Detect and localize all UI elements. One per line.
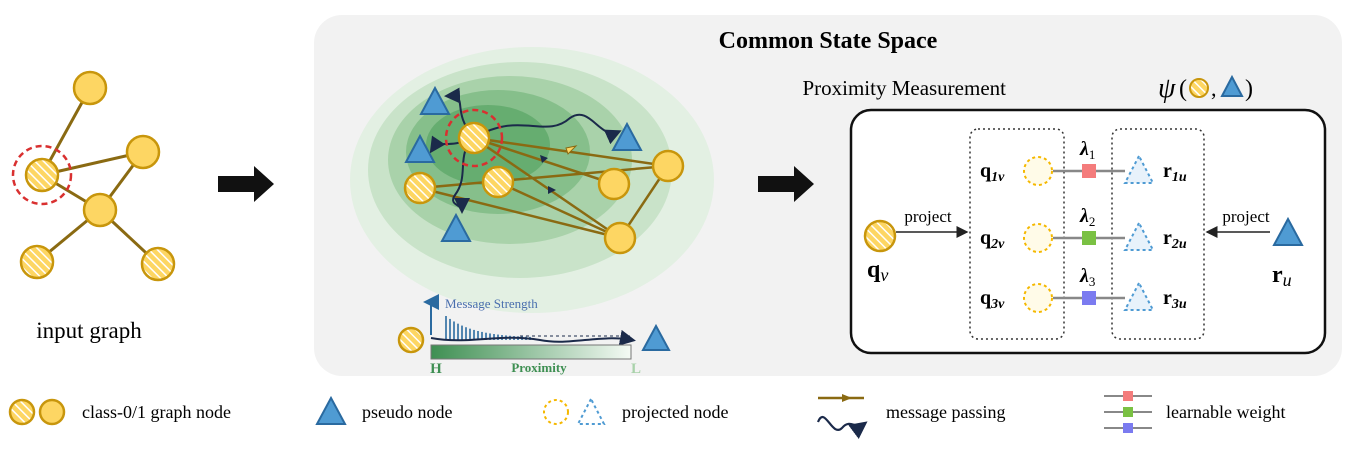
lambda-label: λ3	[1079, 265, 1095, 289]
psi-symbol: ψ	[1158, 73, 1176, 104]
selected-node-highlight	[11, 144, 73, 206]
pseudo-node	[440, 212, 472, 242]
legend-message-passing-label: message passing	[886, 402, 1005, 422]
legend-pseudo-node-label: pseudo node	[362, 402, 452, 422]
graph-node-hatched	[481, 165, 515, 199]
common-state-space-panel: Common State Space	[314, 15, 1342, 377]
r-row-label: r1u	[1163, 160, 1187, 185]
arrow-right-icon	[218, 166, 274, 202]
graph-node-hatched	[403, 171, 437, 205]
projected-pseudo-node	[1123, 220, 1155, 251]
q-row-label: q3v	[980, 287, 1005, 312]
projected-node	[1023, 223, 1053, 253]
psi-close-paren: )	[1245, 76, 1253, 102]
lambda-label: λ1	[1079, 138, 1095, 162]
pseudo-node	[404, 133, 436, 163]
project-left-label: project	[904, 207, 951, 226]
graph-node-hatched	[19, 244, 55, 280]
edge-direction-marker	[540, 155, 548, 163]
legend-projected-node-icon	[543, 399, 569, 425]
r-row-label: r2u	[1163, 227, 1187, 252]
learnable-weight	[1082, 164, 1096, 178]
high-label: H	[430, 361, 442, 377]
projection-rows: q1v λ1 r1u q2v λ2 r2u q3v λ3 r3u	[980, 138, 1187, 313]
q-row-label: q2v	[980, 227, 1005, 252]
projected-pseudo-node	[1123, 153, 1155, 184]
learnable-weight	[1082, 231, 1096, 245]
pseudo-node	[1272, 216, 1304, 246]
legend-weight-icon	[1104, 391, 1152, 433]
proximity-bar	[430, 344, 632, 360]
edge-direction-marker	[548, 186, 556, 194]
message-strength-label: Message Strength	[445, 296, 538, 311]
input-graph-caption: input graph	[36, 318, 142, 343]
legend-graph-node-label: class-0/1 graph node	[82, 402, 231, 422]
graph-node	[72, 70, 108, 106]
graph-node	[125, 134, 161, 170]
graph-node-hatched	[863, 219, 897, 253]
graph-node-hatched	[457, 121, 491, 155]
r-projection-group	[1111, 128, 1205, 340]
q-projection-group	[969, 128, 1065, 340]
graph-node-hatched	[397, 326, 425, 354]
message-strength-inset: Message Strength H Proximity L	[397, 294, 671, 377]
projected-node	[1023, 283, 1053, 313]
graph-node-hatched	[1189, 78, 1209, 98]
r-node-label: ru	[1272, 262, 1292, 290]
legend-pseudo-node-icon	[315, 395, 347, 425]
legend-message-curve-icon	[816, 415, 868, 439]
selected-node-highlight	[444, 108, 504, 168]
graph-node	[651, 149, 685, 183]
learnable-weight	[1082, 291, 1096, 305]
graph-node	[597, 167, 631, 201]
message-curve	[430, 329, 636, 346]
pseudo-node	[641, 323, 671, 351]
graph-node-hatched	[24, 157, 60, 193]
psi-open-paren: (	[1179, 76, 1187, 102]
q-node-label: qv	[867, 257, 888, 285]
pseudo-node	[611, 121, 643, 151]
legend-hatched-node-icon	[8, 398, 36, 426]
state-space-title: Common State Space	[719, 28, 938, 54]
proximity-label: Proximity	[511, 360, 567, 375]
r-row-label: r3u	[1163, 287, 1187, 312]
legend-projected-pseudo-icon	[576, 396, 606, 425]
legend-node-icon	[38, 398, 66, 426]
pseudo-node	[419, 85, 451, 115]
graph-node	[82, 192, 118, 228]
projected-pseudo-node	[1123, 280, 1155, 311]
legend-projected-node-label: projected node	[622, 402, 728, 422]
projected-node	[1023, 156, 1053, 186]
pseudo-node	[1220, 74, 1244, 97]
input-graph: input graph	[11, 70, 176, 343]
legend: class-0/1 graph node pseudo node project…	[8, 391, 1285, 439]
project-right-label: project	[1222, 207, 1269, 226]
low-label: L	[631, 361, 641, 377]
arrow-right-icon	[758, 166, 814, 202]
q-row-label: q1v	[980, 160, 1005, 185]
edge-direction-marker	[565, 145, 578, 155]
graph-node-hatched	[140, 246, 176, 282]
psi-comma: ,	[1211, 76, 1217, 101]
proximity-title: Proximity Measurement	[802, 76, 1006, 100]
lambda-label: λ2	[1079, 205, 1095, 229]
graph-node	[603, 221, 637, 255]
legend-learnable-weight-label: learnable weight	[1166, 402, 1285, 422]
